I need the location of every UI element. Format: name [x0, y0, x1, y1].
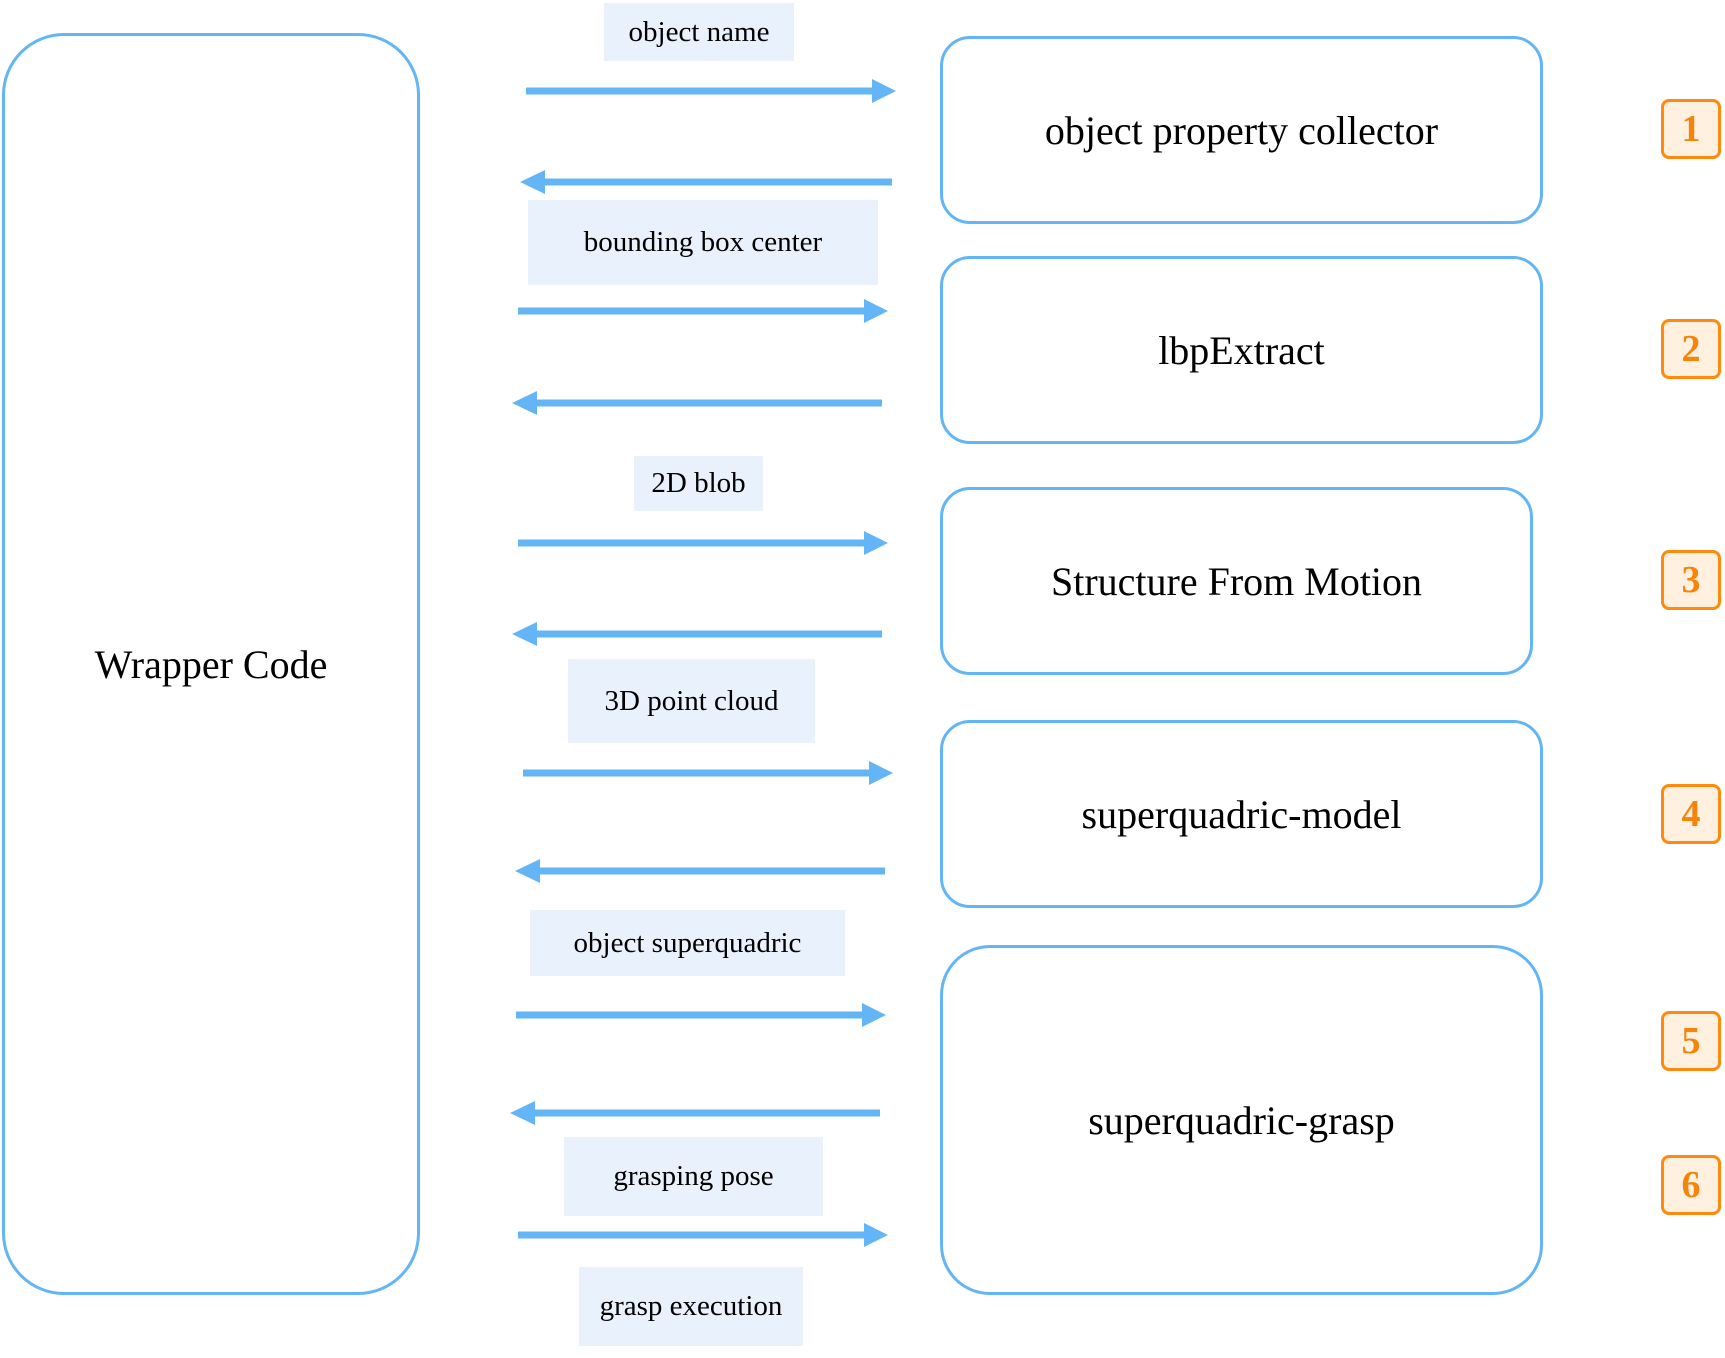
step-badge: 1 — [1661, 99, 1721, 159]
message-label-grasping-pose: grasping pose — [564, 1137, 823, 1216]
step-badge: 5 — [1661, 1011, 1721, 1071]
wrapper-code-box: Wrapper Code — [2, 33, 420, 1295]
arrow-right — [518, 531, 888, 555]
arrow-right — [516, 1003, 886, 1027]
module-label: object property collector — [1044, 107, 1439, 153]
message-label-object-superquadric: object superquadric — [530, 910, 845, 976]
lbpextract-box: lbpExtract — [940, 256, 1543, 444]
module-label: superquadric-grasp — [1088, 1097, 1395, 1143]
arrow-left — [520, 170, 892, 194]
arrow-right — [526, 79, 896, 103]
arrow-right — [518, 299, 888, 323]
step-badge: 3 — [1661, 550, 1721, 610]
message-label-object-name: object name — [604, 3, 794, 61]
module-label: lbpExtract — [1158, 327, 1325, 373]
message-label-3d-point-cloud: 3D point cloud — [568, 659, 815, 743]
arrow-right — [518, 1223, 888, 1247]
module-label: superquadric-model — [1081, 791, 1402, 837]
message-label-2d-blob: 2D blob — [634, 456, 763, 511]
arrow-right — [523, 761, 893, 785]
message-label-bounding-box-center: bounding box center — [528, 200, 878, 285]
arrow-left — [515, 859, 885, 883]
arrow-left — [512, 622, 882, 646]
arrow-left — [510, 1101, 880, 1125]
message-label-grasp-execution: grasp execution — [579, 1267, 803, 1346]
module-label: Structure From Motion — [1050, 558, 1423, 604]
step-badge: 2 — [1661, 319, 1721, 379]
superquadric-model-box: superquadric-model — [940, 720, 1543, 908]
arrow-left — [512, 391, 882, 415]
wrapper-code-label: Wrapper Code — [94, 641, 328, 687]
step-badge: 4 — [1661, 784, 1721, 844]
superquadric-grasp-box: superquadric-grasp — [940, 945, 1543, 1295]
step-badge: 6 — [1661, 1155, 1721, 1215]
object-property-collector-box: object property collector — [940, 36, 1543, 224]
structure-from-motion-box: Structure From Motion — [940, 487, 1533, 675]
